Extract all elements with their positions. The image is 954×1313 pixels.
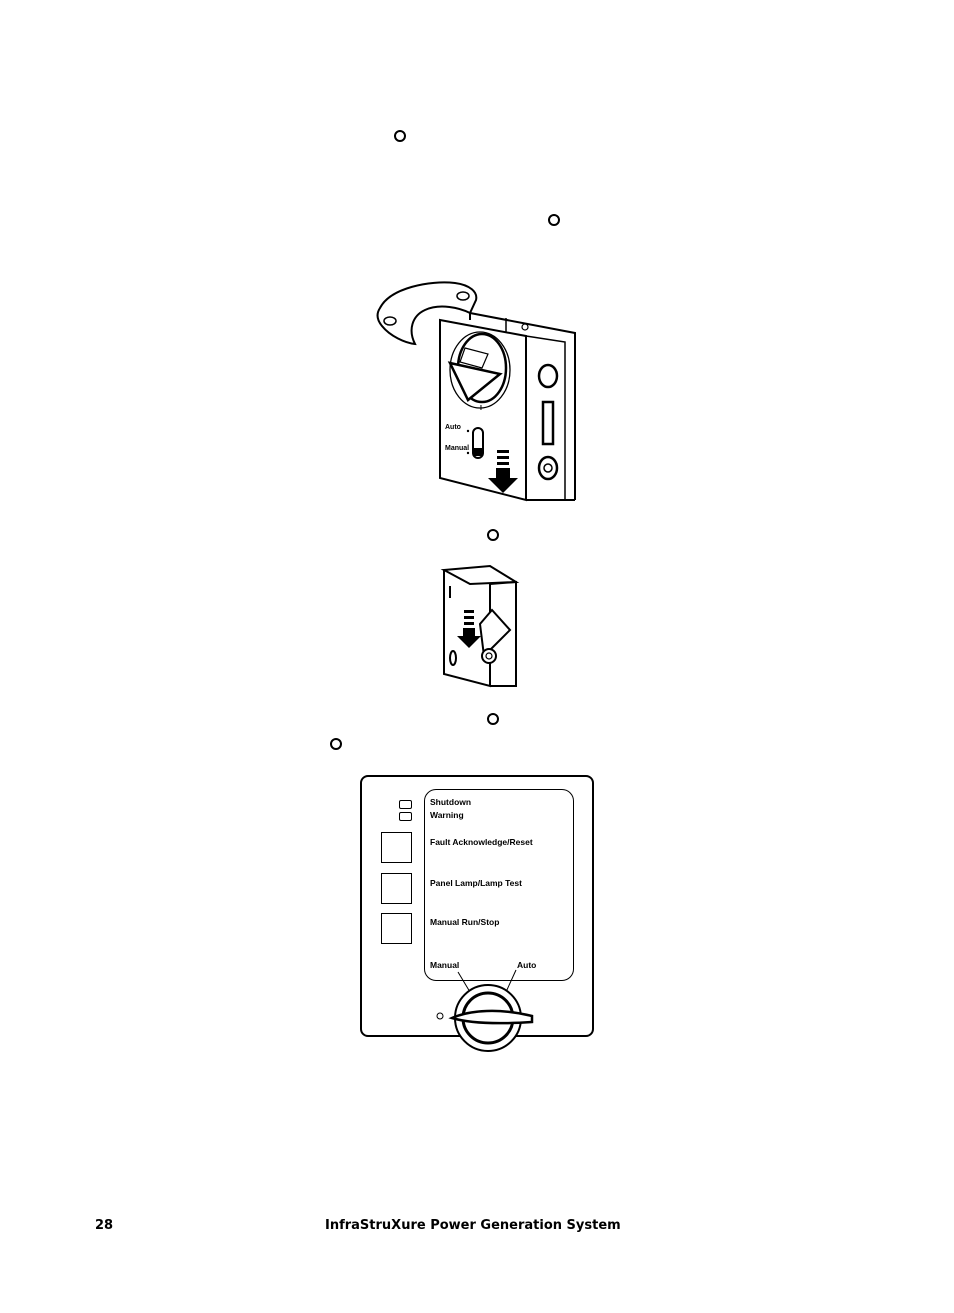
panel-lamp-button[interactable] [381,873,412,904]
breaker-panel-illustration [376,281,576,502]
selector-label-auto: Auto [517,960,537,970]
switch-label-manual: Manual [445,445,470,452]
selector-label-manual: Manual [430,960,460,970]
switch-label-auto: Auto [445,424,461,431]
footer-title: InfraStruXure Power Generation System [325,1218,621,1233]
button-label-run: Manual Run/Stop [430,917,500,927]
label-window [424,789,574,981]
mode-selector-knob[interactable] [430,962,540,1052]
button-label-fault: Fault Acknowledge/Reset [430,837,533,847]
manual-run-stop-button[interactable] [381,913,412,944]
warning-indicator-led [399,812,412,821]
step-circle-icon [487,529,499,541]
position-one-label: I [480,405,482,412]
indicator-label-shutdown: Shutdown [430,797,472,807]
button-label-lamp: Panel Lamp/Lamp Test [430,878,522,888]
reset-switch-illustration [440,564,520,688]
step-circle-icon [330,738,342,750]
step-circle-icon [487,713,499,725]
shutdown-indicator-led [399,800,412,809]
fault-acknowledge-button[interactable] [381,832,412,863]
indicator-label-warning: Warning [430,810,464,820]
step-circle-icon [548,214,560,226]
step-circle-icon [394,130,406,142]
page-number: 28 [95,1218,114,1233]
